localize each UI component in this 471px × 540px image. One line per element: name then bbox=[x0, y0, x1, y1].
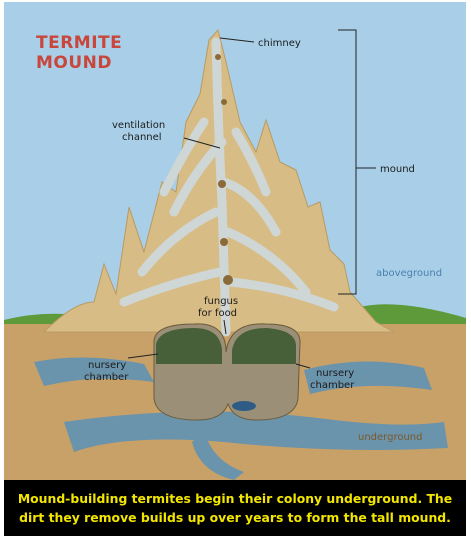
nursery-left-leader bbox=[127, 353, 159, 359]
termite-mound-illustration: TERMITE MOUND chimney ventilation channe… bbox=[4, 2, 466, 480]
title-line2: MOUND bbox=[36, 53, 112, 73]
label-nursery-right-2: chamber bbox=[310, 380, 355, 391]
mound-bracket bbox=[338, 29, 376, 295]
soil-pebble bbox=[218, 180, 226, 188]
caption-line2: dirt they remove builds up over years to… bbox=[19, 510, 451, 525]
soil-pebble bbox=[220, 238, 228, 246]
nursery-right-leader bbox=[295, 363, 311, 369]
ventilation-leader bbox=[183, 137, 221, 149]
water-pool bbox=[232, 401, 256, 411]
caption-banner: Mound-building termites begin their colo… bbox=[4, 480, 466, 536]
soil-pebble bbox=[221, 99, 227, 105]
title-line1: TERMITE bbox=[36, 33, 122, 53]
underground-tunnels bbox=[34, 357, 448, 480]
fungus-gardens bbox=[156, 328, 296, 364]
label-nursery-left-2: chamber bbox=[84, 372, 129, 383]
label-nursery-left-1: nursery bbox=[88, 360, 126, 371]
label-fungus-1: fungus bbox=[204, 296, 238, 307]
ventilation-channels bbox=[119, 37, 339, 337]
label-aboveground: aboveground bbox=[376, 268, 442, 279]
soil-pebble bbox=[223, 275, 233, 285]
label-mound: mound bbox=[380, 164, 415, 175]
chimney-leader bbox=[219, 37, 255, 43]
soil-pebble bbox=[215, 54, 221, 60]
fungus-leader bbox=[223, 319, 227, 335]
label-underground: underground bbox=[358, 432, 423, 443]
label-ventilation-1: ventilation bbox=[112, 120, 165, 131]
label-ventilation-2: channel bbox=[122, 132, 162, 143]
label-fungus-2: for food bbox=[198, 308, 237, 319]
label-chimney: chimney bbox=[258, 38, 301, 49]
label-nursery-right-1: nursery bbox=[316, 368, 354, 379]
caption-line1: Mound-building termites begin their colo… bbox=[17, 491, 453, 506]
